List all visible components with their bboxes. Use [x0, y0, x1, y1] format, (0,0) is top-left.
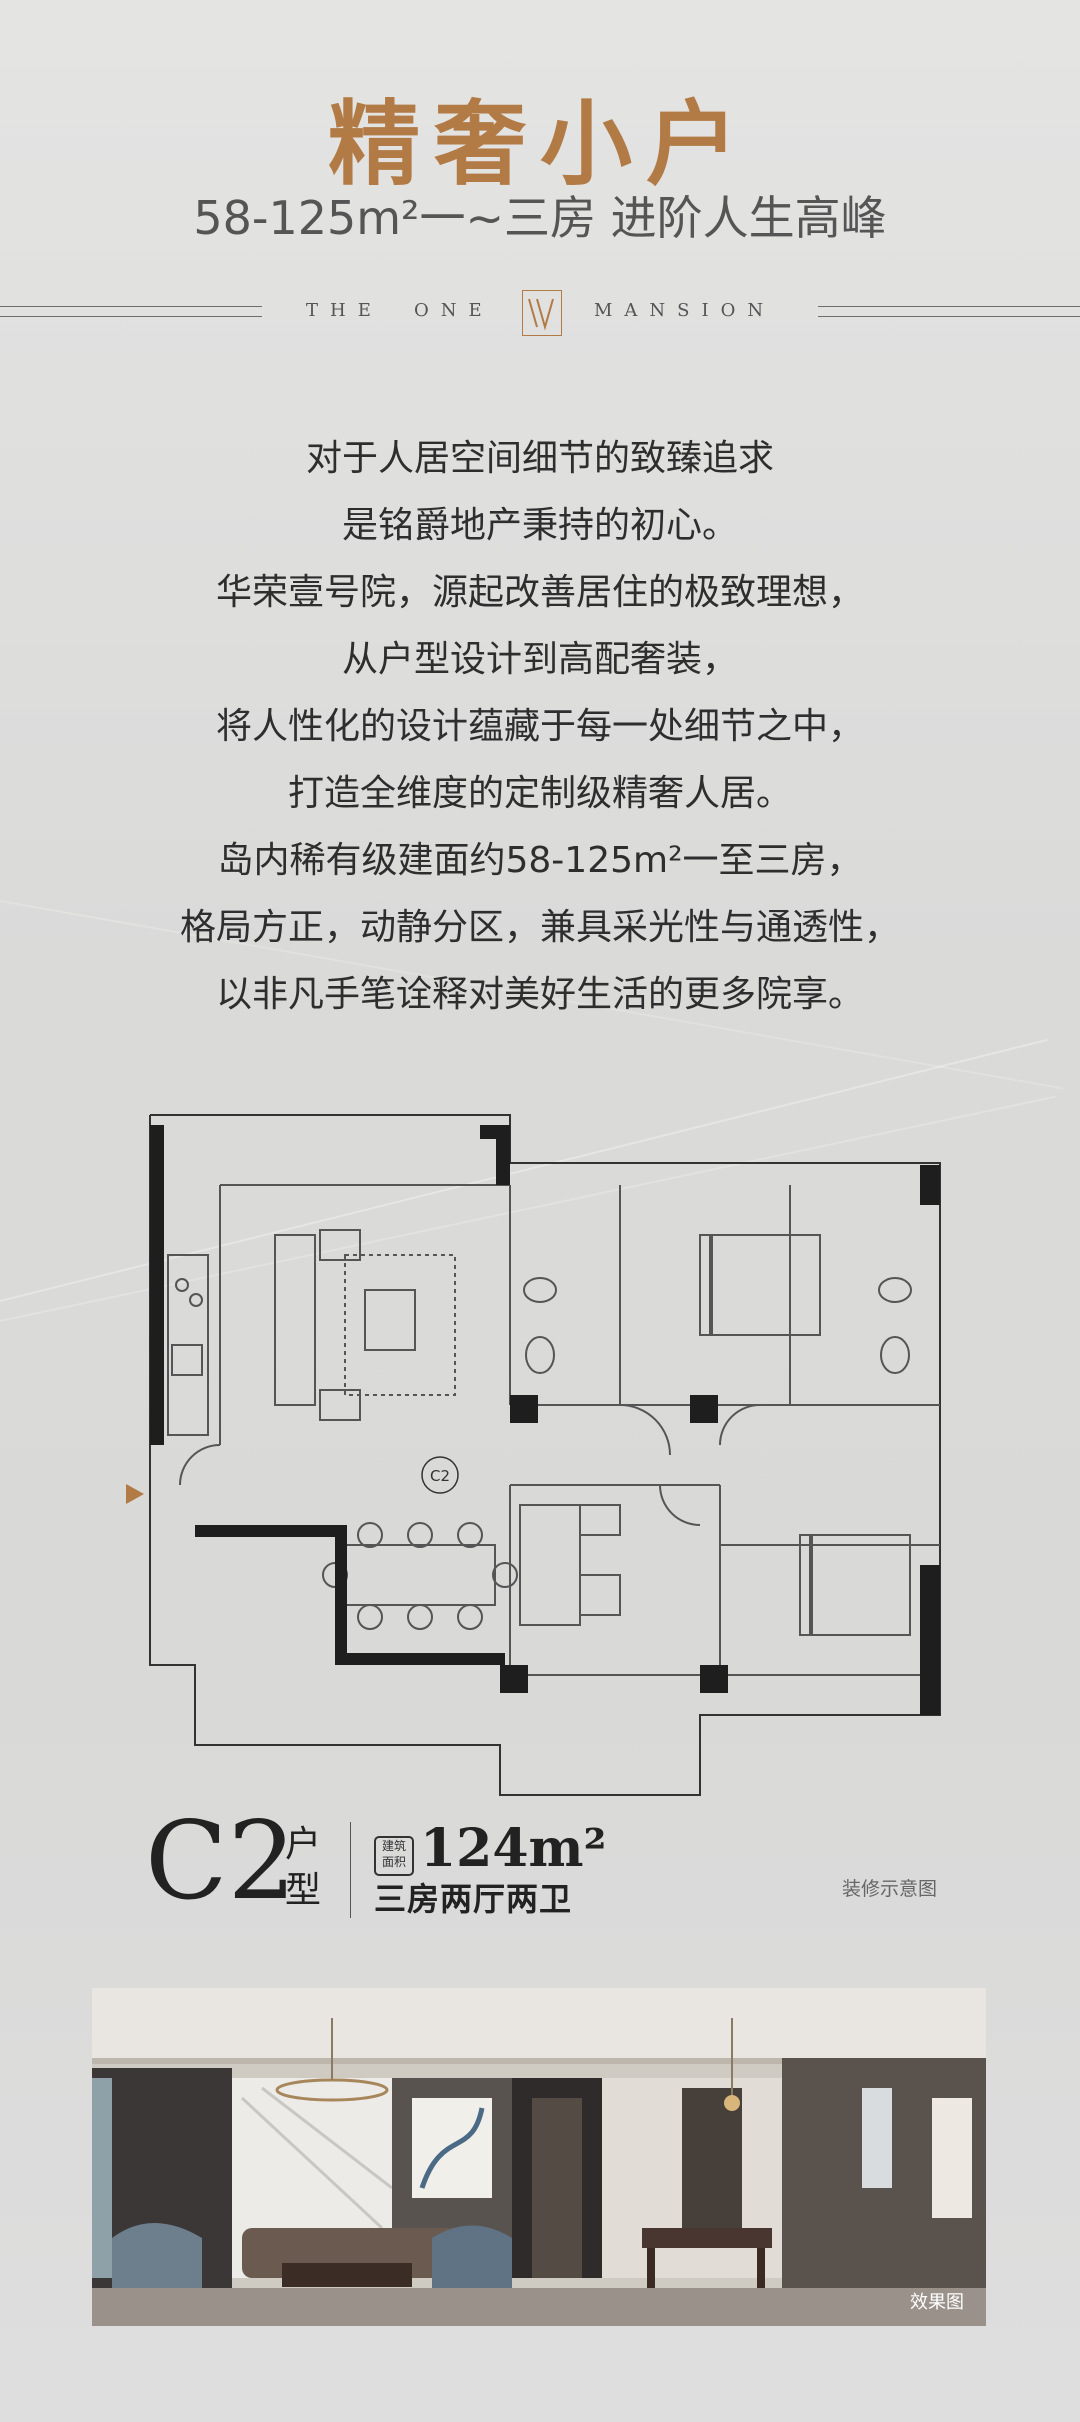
area-badge-text: 建筑 — [381, 1839, 406, 1853]
entrance-arrow-icon — [126, 1484, 144, 1504]
brand-word-mansion: MANSION — [594, 300, 776, 321]
floorplan: C2 — [149, 1114, 941, 1796]
intro-line: 从户型设计到高配奢装， — [341, 639, 738, 680]
page-subtitle: 58-125m²一~三房 进阶人生高峰 — [193, 191, 887, 245]
brand-line-right-2 — [818, 316, 1080, 317]
unit-type-label: 户 型 — [283, 1822, 323, 1914]
floorplan-room-label: C2 — [430, 1467, 450, 1485]
intro-text: 对于人居空间细节的致臻追求 是铭爵地产秉持的初心。 华荣壹号院，源起改善居住的极… — [0, 425, 1080, 1028]
unit-type-char: 户 — [284, 1824, 321, 1865]
unit-type-char: 型 — [284, 1870, 321, 1911]
brand-line-left — [0, 306, 262, 307]
intro-line: 以非凡手笔诠释对美好生活的更多院享。 — [215, 974, 864, 1015]
intro-line: 是铭爵地产秉持的初心。 — [341, 505, 738, 546]
brand-word-one: ONE — [414, 300, 494, 321]
intro-line: 格局方正，动静分区，兼具采光性与通透性， — [179, 907, 900, 948]
brand-word-the: THE — [306, 300, 383, 321]
interior-render-photo: 效果图 — [92, 1988, 986, 2326]
photo-caption: 效果图 — [910, 2292, 964, 2313]
interior-render-image — [92, 1988, 986, 2326]
decor-note: 装修示意图 — [842, 1878, 938, 1900]
unit-divider — [350, 1822, 351, 1918]
intro-line: 打造全维度的定制级精奢人居。 — [287, 773, 792, 814]
brand-logo-icon — [522, 290, 562, 336]
unit-area: 124m² — [420, 1818, 607, 1879]
brand-row: THE ONE MANSION — [0, 290, 1080, 336]
brand-line-right — [818, 306, 1080, 307]
unit-code: C2 — [145, 1799, 297, 1924]
page-title: 精奢小户 — [327, 91, 752, 198]
intro-line: 岛内稀有级建面约58-125m²一至三房， — [217, 840, 863, 881]
intro-line: 华荣壹号院，源起改善居住的极致理想， — [215, 572, 864, 613]
area-badge: 建筑 面积 — [374, 1836, 414, 1876]
intro-line: 对于人居空间细节的致臻追求 — [305, 438, 774, 479]
area-badge-text: 面积 — [381, 1855, 406, 1869]
unit-layout: 三房两厅两卫 — [374, 1880, 573, 1918]
brand-line-left-2 — [0, 316, 262, 317]
intro-line: 将人性化的设计蕴藏于每一处细节之中， — [215, 706, 864, 747]
